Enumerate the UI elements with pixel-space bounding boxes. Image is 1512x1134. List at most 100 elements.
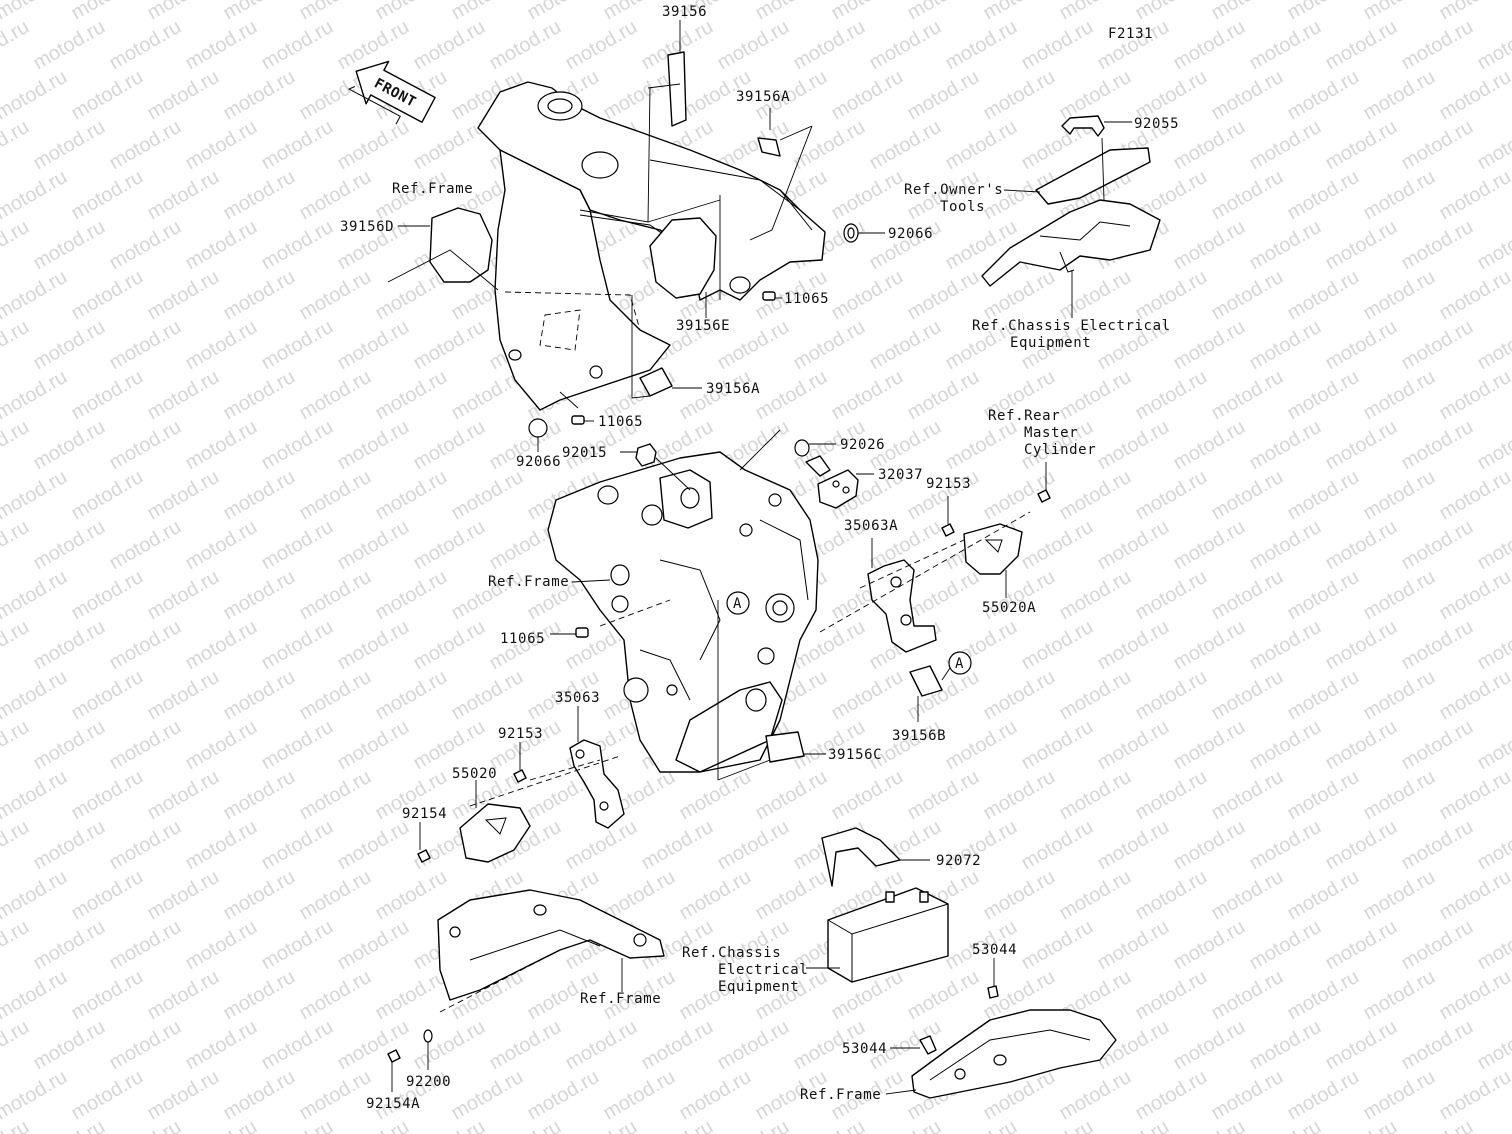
watermark-text: motod.ru <box>1284 1066 1363 1125</box>
watermark-text: motod.ru <box>1322 416 1401 475</box>
watermark-text: motod.ru <box>68 66 147 125</box>
strap-92072 <box>821 827 901 887</box>
watermark-text: motod.ru <box>68 1066 147 1125</box>
watermark-text: motod.ru <box>68 566 147 625</box>
watermark-text: motod.ru <box>1170 916 1249 975</box>
sticker-39156B <box>909 665 943 697</box>
watermark-text: motod.ru <box>30 916 109 975</box>
watermark-text: motod.ru <box>1056 466 1135 525</box>
watermark-text: motod.ru <box>182 516 261 575</box>
watermark-text: motod.ru <box>1322 216 1401 275</box>
watermark-text: motod.ru <box>296 666 375 725</box>
watermark-text: motod.ru <box>68 0 147 24</box>
label-ref-rear-master-3: Cylinder <box>1024 442 1096 458</box>
bolt-92015 <box>635 443 657 467</box>
watermark-text: motod.ru <box>0 916 33 975</box>
watermark-text: motod.ru <box>1018 916 1097 975</box>
watermark-text: motod.ru <box>942 1116 1021 1134</box>
watermark-text: motod.ru <box>1094 816 1173 875</box>
watermark-text: motod.ru <box>258 616 337 675</box>
watermark-text: motod.ru <box>1170 516 1249 575</box>
watermark-text: motod.ru <box>144 566 223 625</box>
watermark-text: motod.ru <box>1474 616 1512 675</box>
watermark-text: motod.ru <box>68 666 147 725</box>
watermark-text: motod.ru <box>410 616 489 675</box>
watermark-text: motod.ru <box>410 116 489 175</box>
watermark-text: motod.ru <box>30 16 109 75</box>
clip-53044-top <box>987 985 999 999</box>
watermark-text: motod.ru <box>144 266 223 325</box>
watermark-text: motod.ru <box>1094 16 1173 75</box>
watermark-text: motod.ru <box>980 866 1059 925</box>
watermark-text: motod.ru <box>182 416 261 475</box>
label-35063A: 35063A <box>844 518 898 534</box>
watermark-text: motod.ru <box>1360 866 1439 925</box>
watermark-text: motod.ru <box>1474 16 1512 75</box>
watermark-text: motod.ru <box>1056 1066 1135 1125</box>
watermark-text: motod.ru <box>1474 216 1512 275</box>
sticker-39156D <box>429 207 493 283</box>
watermark-text: motod.ru <box>1398 916 1477 975</box>
watermark-text: motod.ru <box>1018 16 1097 75</box>
watermark-text: motod.ru <box>0 216 33 275</box>
watermark-text: motod.ru <box>448 666 527 725</box>
watermark-text: motod.ru <box>1094 916 1173 975</box>
watermark-text: motod.ru <box>0 166 71 225</box>
watermark-text: motod.ru <box>1094 416 1173 475</box>
watermark-text: motod.ru <box>410 1116 489 1134</box>
label-53044-low: 53044 <box>842 1041 887 1057</box>
watermark-text: motod.ru <box>638 1016 717 1075</box>
watermark-text: motod.ru <box>562 16 641 75</box>
watermark-text: motod.ru <box>0 516 33 575</box>
watermark-text: motod.ru <box>1322 16 1401 75</box>
watermark-text: motod.ru <box>182 616 261 675</box>
watermark-text: motod.ru <box>942 716 1021 775</box>
watermark-text: motod.ru <box>1360 566 1439 625</box>
watermark-text: motod.ru <box>144 766 223 825</box>
watermark-text: motod.ru <box>1398 716 1477 775</box>
watermark-text: motod.ru <box>1132 466 1211 525</box>
watermark-text: motod.ru <box>0 16 33 75</box>
watermark-text: motod.ru <box>1360 666 1439 725</box>
watermark-text: motod.ru <box>334 1116 413 1134</box>
label-92055: 92055 <box>1134 116 1179 132</box>
main-frame-top <box>477 81 826 411</box>
watermark-text: motod.ru <box>980 66 1059 125</box>
watermark-text: motod.ru <box>1170 116 1249 175</box>
watermark-text: motod.ru <box>904 0 983 24</box>
watermark-text: motod.ru <box>1208 66 1287 125</box>
watermark-text: motod.ru <box>1360 466 1439 525</box>
watermark-text: motod.ru <box>1322 816 1401 875</box>
sticker-39156A-top <box>757 137 781 157</box>
watermark-text: motod.ru <box>106 1016 185 1075</box>
watermark-text: motod.ru <box>1208 1066 1287 1125</box>
watermark-text: motod.ru <box>866 1116 945 1134</box>
watermark-text: motod.ru <box>106 1116 185 1134</box>
watermark-text: motod.ru <box>1474 116 1512 175</box>
watermark-text: motod.ru <box>106 416 185 475</box>
watermark-text: motod.ru <box>144 466 223 525</box>
watermark-text: motod.ru <box>1094 716 1173 775</box>
watermark-text: motod.ru <box>0 366 71 425</box>
watermark-text: motod.ru <box>866 16 945 75</box>
watermark-text: motod.ru <box>714 816 793 875</box>
watermark-text: motod.ru <box>1170 1016 1249 1075</box>
label-92026: 92026 <box>840 437 885 453</box>
strap-92055 <box>1061 115 1105 137</box>
watermark-text: motod.ru <box>486 1116 565 1134</box>
watermark-text: motod.ru <box>1398 816 1477 875</box>
watermark-text: motod.ru <box>0 66 71 125</box>
watermark-text: motod.ru <box>182 16 261 75</box>
label-ref-frame-bottom: Ref.Frame <box>800 1087 881 1103</box>
watermark-text: motod.ru <box>144 666 223 725</box>
watermark-text: motod.ru <box>1132 266 1211 325</box>
label-ref-chassis-1b: Equipment <box>1010 335 1091 351</box>
watermark-text: motod.ru <box>1170 816 1249 875</box>
watermark-text: motod.ru <box>1132 1066 1211 1125</box>
watermark-text: motod.ru <box>0 816 33 875</box>
watermark-text: motod.ru <box>258 916 337 975</box>
watermark-text: motod.ru <box>828 766 907 825</box>
clip-11065-low <box>575 627 589 638</box>
label-39156D: 39156D <box>340 219 394 235</box>
watermark-text: motod.ru <box>1132 866 1211 925</box>
